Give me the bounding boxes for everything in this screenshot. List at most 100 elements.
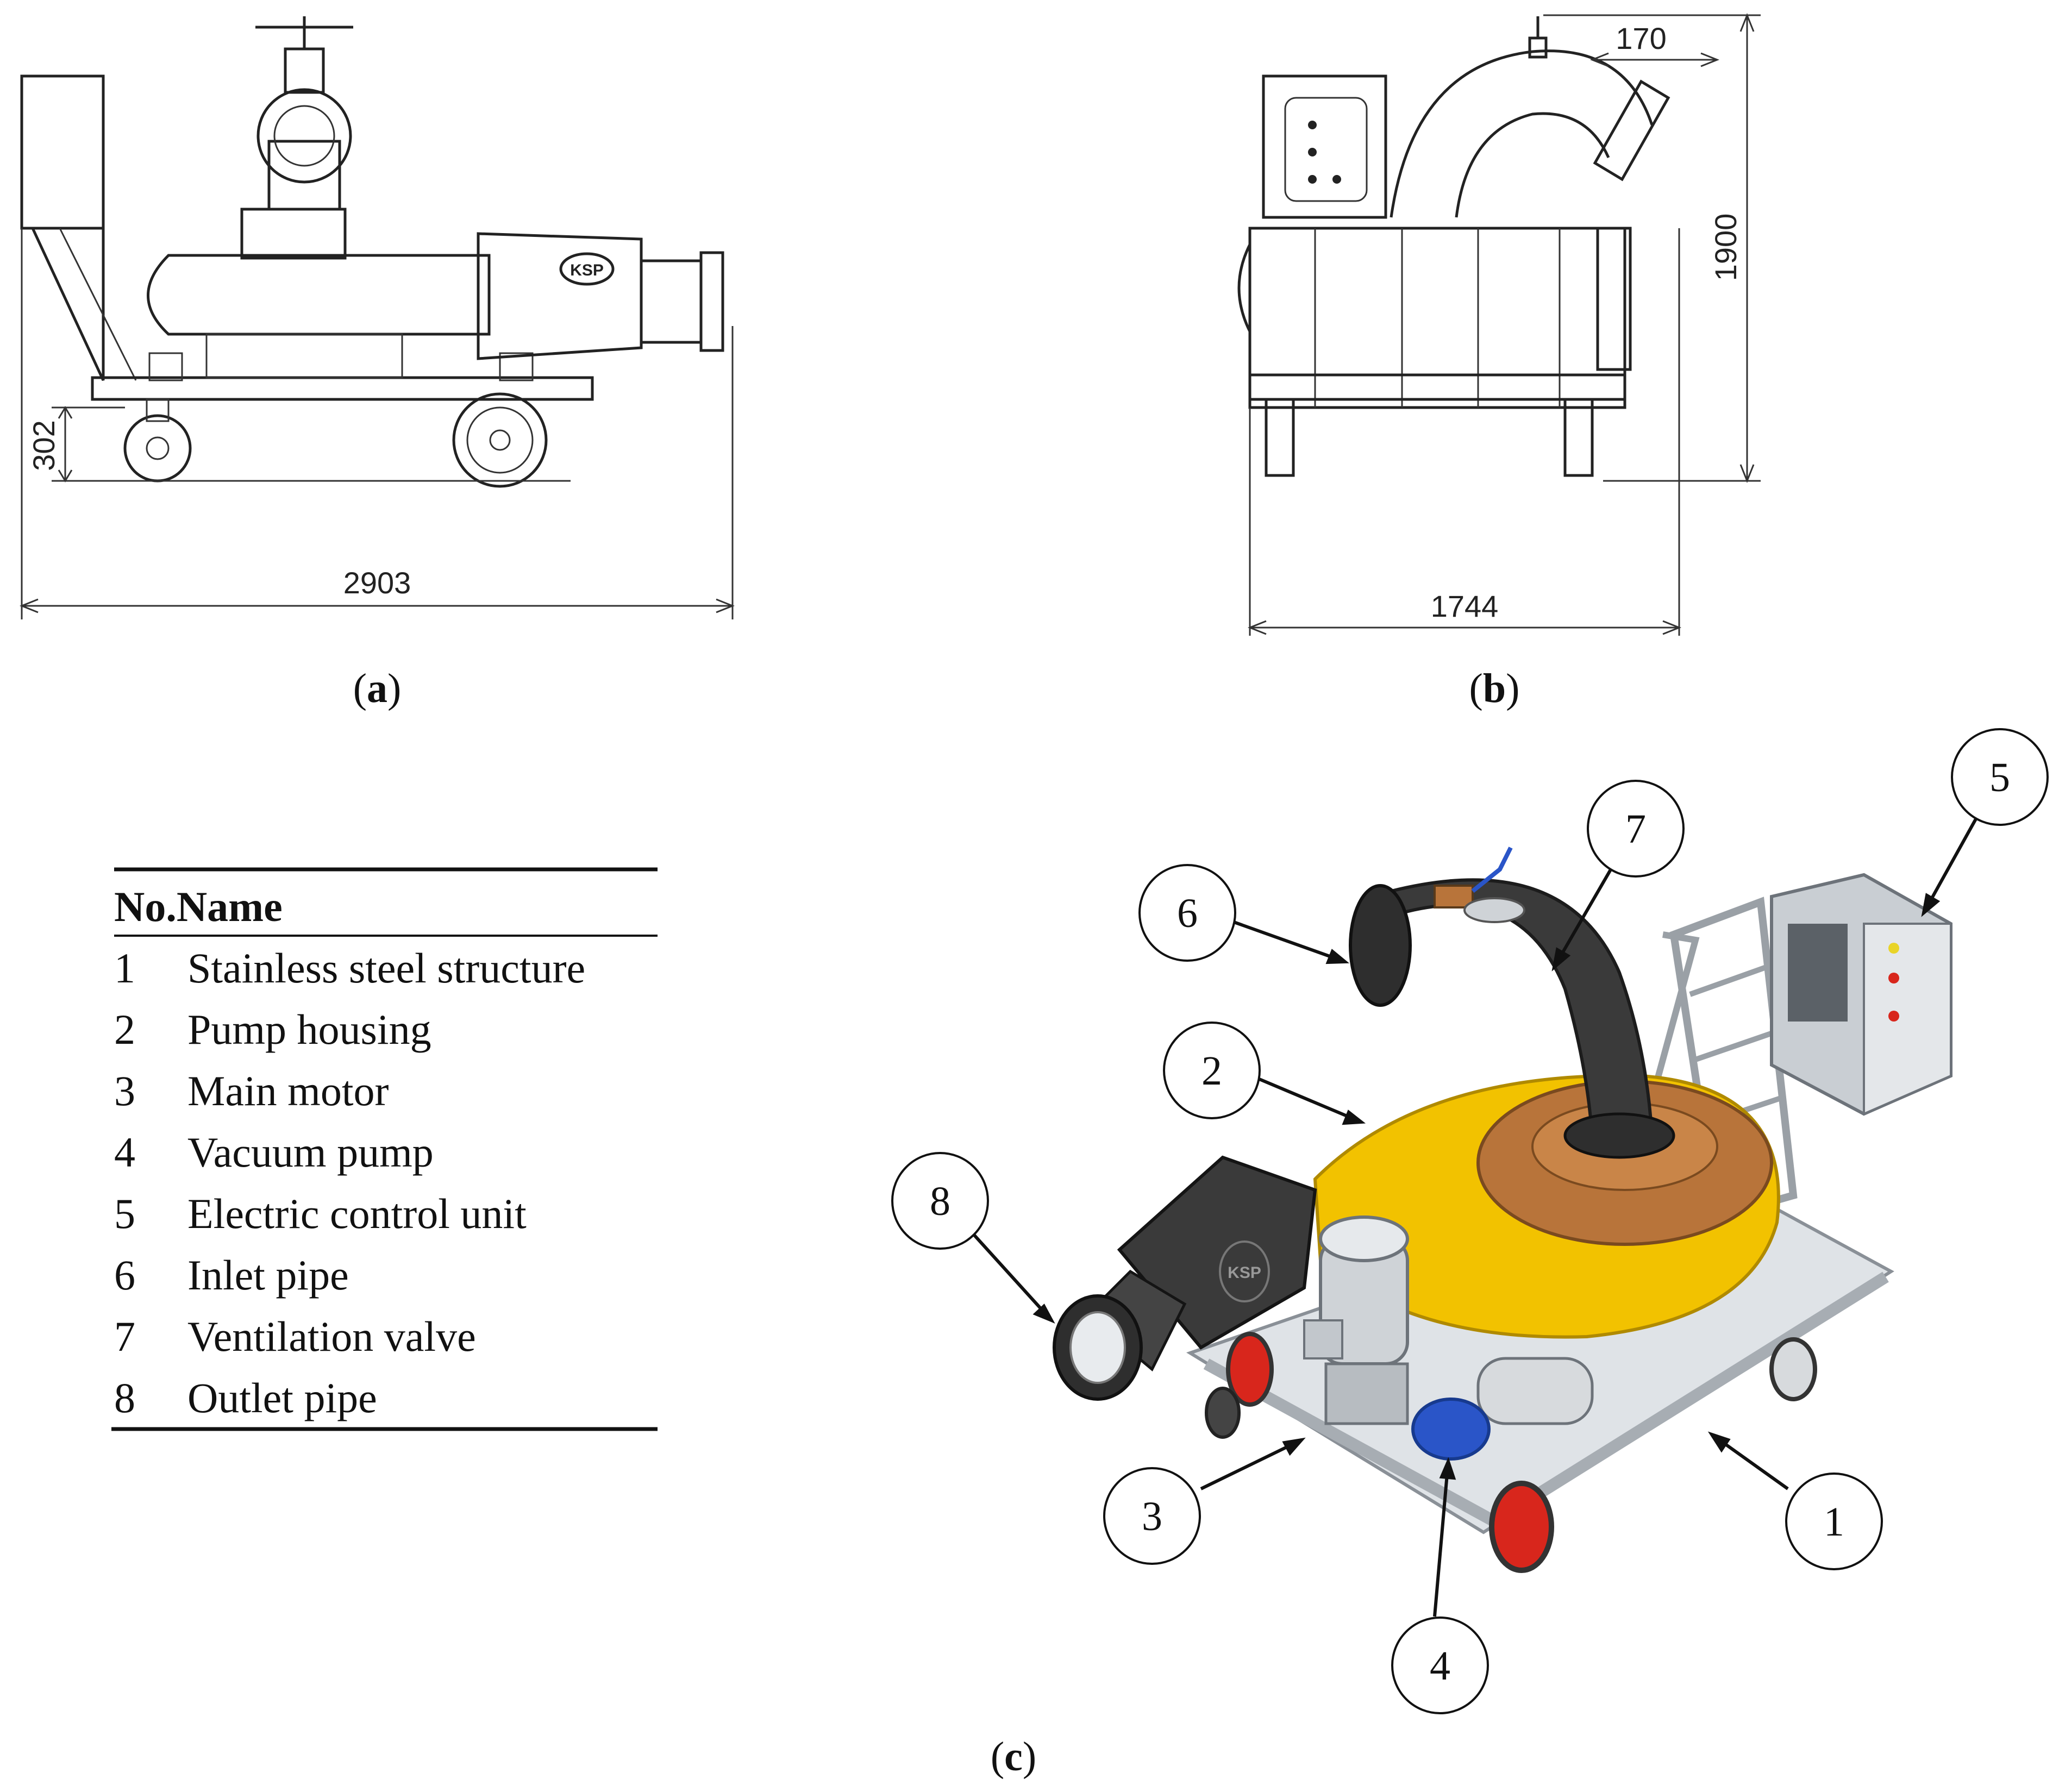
a-inlet-riser [267,140,341,211]
a-handle-right [499,352,534,381]
a-outlet-pipe [640,259,703,344]
a-brand-logo-oval [559,252,615,286]
b-housing-flange [1596,227,1632,371]
b-indicator-4 [1332,175,1341,184]
callout-7-number: 7 [1625,806,1646,852]
callout-4-number: 4 [1430,1643,1450,1689]
callout-2: 2 [1163,1022,1261,1119]
c-inlet-flange [1349,884,1412,1007]
callout-3-number: 3 [1142,1494,1162,1539]
table-header: No.Name [114,883,283,930]
callout-1-number: 1 [1824,1499,1844,1545]
table-cell-no: 7 [114,1313,135,1360]
table-cell-name: Outlet pipe [187,1374,377,1421]
leader-3-head [1282,1437,1306,1456]
table-cell-no: 4 [114,1129,135,1176]
leader-8-head [1032,1304,1055,1324]
a-wheel-large-hub [489,429,511,451]
b-dim-height-value: 1900 [1708,214,1743,281]
table-cell-no: 2 [114,1006,135,1053]
c-valve-body [1434,885,1474,908]
callout-8: 8 [891,1152,989,1250]
panel-a-side-view: KSP 302 2903 [19,16,735,619]
c-wheel-right [1769,1337,1817,1401]
b-housing-left [1237,243,1251,333]
callout-2-number: 2 [1201,1048,1222,1094]
leader-5-head [1921,893,1941,917]
c-wheel-rear-left [1226,1332,1274,1407]
table-row: 1 Stainless steel structure [114,944,585,992]
b-indicator-2 [1308,148,1317,156]
callout-3: 3 [1103,1467,1201,1565]
b-dim-width-arrows [1247,620,1682,635]
b-indicator-3 [1308,175,1317,184]
c-control-unit-inner [1788,924,1848,1022]
b-control-cabinet [1262,74,1387,219]
b-elbow-inner [1455,112,1610,218]
b-elbow-outer [1390,49,1654,218]
table-cell-name: Pump housing [187,1006,431,1053]
callout-circles: 1 2 3 4 5 6 7 [891,728,2049,1714]
b-base [1248,373,1626,401]
c-frame-rail-right [1491,1271,1889,1527]
a-brand-logo-text: KSP [570,261,604,279]
panel-c-3d-render: KSP [891,728,2049,1714]
callout-6: 6 [1138,864,1236,962]
leader-5 [1922,814,1980,914]
leader-4-head [1439,1457,1456,1480]
a-wheel-small-fork [146,398,170,422]
c-wheel-rear [1205,1387,1241,1439]
a-wheel-large [452,392,548,488]
leader-7-head [1551,947,1571,972]
callout-6-number: 6 [1177,891,1198,936]
a-inlet-bore [273,105,335,167]
table-cell-no: 1 [114,944,135,992]
b-dim-offset-value: 170 [1616,21,1666,55]
callout-4: 4 [1391,1616,1489,1714]
table-body: 1 Stainless steel structure 2 Pump housing 3… [114,944,585,1421]
leader-2-head [1342,1110,1366,1125]
table-cell-name: Stainless steel structure [187,944,585,992]
b-frame [1248,227,1626,409]
table-cell-name: Vacuum pump [187,1129,434,1176]
a-wheel-small-hub [146,436,170,460]
c-indicator-red-2 [1888,1011,1899,1022]
table-cell-no: 8 [114,1374,135,1421]
leader-1-head [1707,1431,1731,1453]
panel-a-caption: (a) [353,666,402,711]
c-vacuum-pump [1411,1398,1491,1461]
c-outlet-bore [1069,1311,1126,1384]
a-inlet-base-flange [240,208,347,260]
a-wheel-large-rim [466,406,534,474]
leader-7 [1553,863,1616,968]
c-frame-strut [1643,931,1700,1120]
c-motor-terminal-box [1303,1319,1343,1359]
c-brand-logo-oval [1219,1240,1270,1302]
a-handle-left [148,352,183,381]
leader-2 [1257,1077,1362,1124]
c-wheel-front [1489,1481,1554,1573]
callout-8-number: 8 [930,1179,950,1224]
table-cell-name: Inlet pipe [187,1251,349,1299]
callout-5-number: 5 [1989,755,2010,800]
b-dim-width-value: 1744 [1431,589,1499,623]
a-support-brace [59,228,137,381]
c-valve-seat [1463,897,1525,923]
panel-b-front-view: 170 1900 1744 [1237,12,1761,636]
b-vent-valve [1528,36,1548,59]
c-inlet-base-flange [1563,1112,1675,1159]
a-valve-body [284,47,325,94]
c-leader-arrows [971,814,1980,1617]
b-cabinet-panel [1284,97,1368,202]
a-outlet-flange [699,251,724,352]
table-cell-no: 5 [114,1190,135,1237]
c-control-unit-door [1863,923,1952,1116]
b-dim-offset-arrows [1589,52,1720,67]
table-row: 4 Vacuum pump [114,1129,434,1176]
parts-table: No.Name 1 Stainless steel structure 2 Pump … [111,867,658,1431]
panel-c-caption: (c) [991,1734,1036,1780]
c-motor-cap [1319,1215,1409,1262]
